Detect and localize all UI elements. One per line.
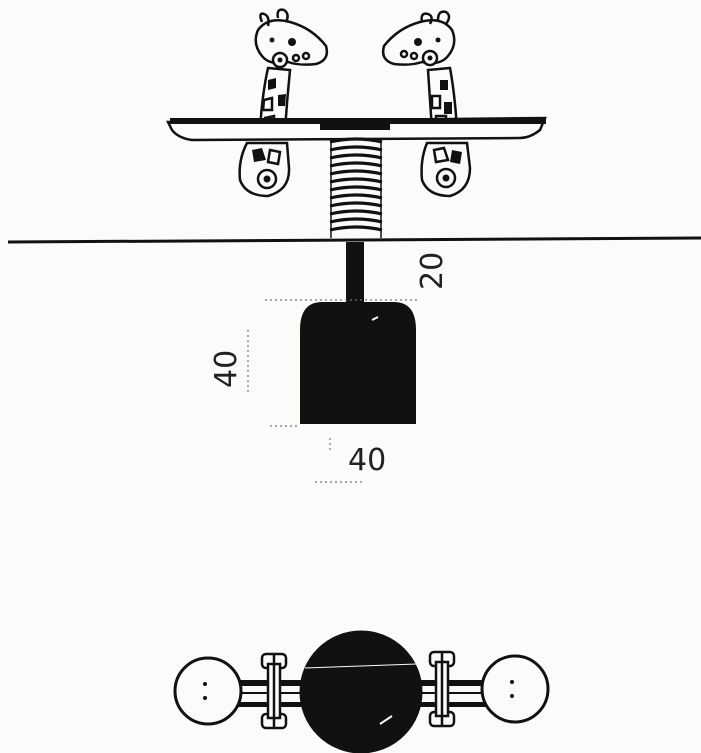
plan-right-seat — [480, 654, 550, 724]
elevation-view — [7, 8, 701, 483]
coil-spring — [329, 137, 383, 238]
plan-right-handles — [428, 650, 456, 728]
plan-left-seat — [173, 656, 243, 726]
plan-left-handles — [260, 652, 288, 730]
footing-height-dimension-label: 40 — [209, 349, 244, 388]
left-giraffe-figure — [238, 8, 329, 198]
anchor-stem — [346, 242, 364, 302]
stem-height-dimension-label: 20 — [415, 251, 450, 290]
plan-view — [173, 630, 550, 753]
ground-line — [7, 236, 701, 244]
footing-width-dimension-label: 40 — [348, 443, 387, 478]
concrete-footing — [300, 302, 416, 424]
dimension-guides — [247, 299, 420, 483]
right-giraffe-figure — [381, 10, 472, 198]
plan-footing-disc — [299, 630, 423, 753]
seat-plank — [165, 116, 547, 142]
